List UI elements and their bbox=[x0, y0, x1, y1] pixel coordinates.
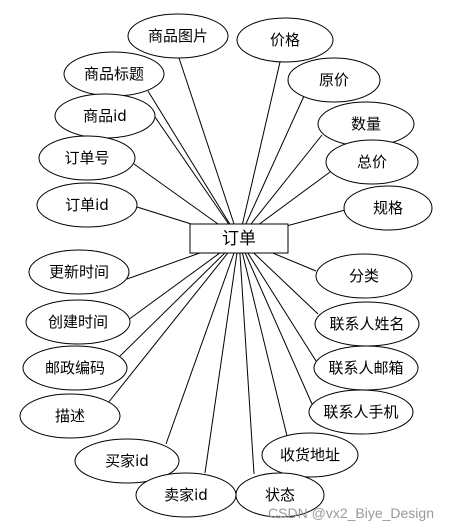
edge-contact-email bbox=[238, 238, 317, 362]
attribute-postal-code: 邮政编码 bbox=[22, 345, 128, 391]
attribute-category: 分类 bbox=[315, 253, 413, 299]
attribute-label: 商品标题 bbox=[84, 65, 144, 83]
attribute-order-id: 订单id bbox=[36, 182, 138, 228]
attribute-quantity: 数量 bbox=[317, 101, 415, 147]
attribute-original-price: 原价 bbox=[287, 57, 381, 103]
attribute-ellipse bbox=[25, 299, 131, 345]
watermark: CSDN @vx2_Biye_Design bbox=[268, 505, 434, 521]
attribute-label: 更新时间 bbox=[49, 263, 109, 281]
edge-product-title bbox=[147, 90, 240, 240]
entity-order: 订单 bbox=[189, 223, 289, 254]
attribute-label: 规格 bbox=[373, 199, 403, 217]
attribute-ellipse bbox=[343, 185, 433, 231]
attribute-status: 状态 bbox=[235, 472, 325, 518]
attribute-label: 数量 bbox=[351, 115, 381, 133]
attribute-label: 收货地址 bbox=[280, 446, 340, 464]
attribute-label: 商品id bbox=[83, 107, 127, 125]
entity-box bbox=[189, 223, 289, 254]
attribute-ellipse bbox=[127, 13, 229, 59]
attribute-description: 描述 bbox=[19, 393, 121, 439]
attribute-label: 订单id bbox=[65, 196, 109, 214]
attribute-product-title: 商品标题 bbox=[63, 51, 165, 97]
attribute-update-time: 更新时间 bbox=[28, 249, 130, 295]
edge-status bbox=[238, 238, 255, 475]
edge-postal-code bbox=[117, 238, 240, 359]
attribute-shipping-address: 收货地址 bbox=[261, 432, 359, 478]
attribute-label: 原价 bbox=[319, 71, 349, 89]
edge-quantity bbox=[238, 134, 323, 240]
attribute-label: 订单号 bbox=[64, 149, 109, 167]
attribute-ellipse bbox=[74, 438, 180, 484]
attribute-ellipse bbox=[325, 139, 419, 185]
edge-seller-id bbox=[204, 238, 240, 474]
attribute-contact-phone: 联系人手机 bbox=[308, 389, 414, 435]
edge-buyer-id bbox=[165, 238, 240, 445]
edge-price bbox=[238, 61, 281, 240]
attribute-total-price: 总价 bbox=[325, 139, 419, 185]
attribute-product-id: 商品id bbox=[54, 93, 156, 139]
attribute-label: 分类 bbox=[349, 267, 379, 285]
edge-original-price bbox=[238, 95, 305, 240]
attribute-label: 联系人手机 bbox=[323, 403, 398, 421]
edge-contact-phone bbox=[238, 238, 313, 405]
attribute-price: 价格 bbox=[236, 17, 334, 63]
attribute-label: 联系人姓名 bbox=[329, 315, 404, 333]
attribute-create-time: 创建时间 bbox=[25, 299, 131, 345]
attribute-label: 创建时间 bbox=[48, 313, 108, 331]
attribute-spec: 规格 bbox=[343, 185, 433, 231]
attribute-label: 总价 bbox=[357, 153, 387, 171]
attribute-seller-id: 卖家id bbox=[135, 472, 237, 518]
attribute-ellipse bbox=[287, 57, 381, 103]
attribute-contact-name: 联系人姓名 bbox=[314, 301, 420, 347]
attribute-label: 买家id bbox=[105, 452, 149, 470]
attribute-ellipse bbox=[308, 389, 414, 435]
attribute-label: 状态 bbox=[265, 486, 295, 504]
attribute-ellipse bbox=[19, 393, 121, 439]
attribute-order-number: 订单号 bbox=[38, 135, 136, 181]
entity-label: 订单 bbox=[222, 229, 256, 249]
attribute-ellipse bbox=[315, 253, 413, 299]
attribute-label: 联系人邮箱 bbox=[328, 359, 403, 377]
edge-product-id bbox=[154, 116, 240, 240]
edge-product-image bbox=[178, 57, 240, 240]
attribute-ellipse bbox=[36, 182, 138, 228]
attribute-ellipse bbox=[38, 135, 136, 181]
attribute-ellipse bbox=[236, 17, 334, 63]
attribute-ellipse bbox=[22, 345, 128, 391]
attribute-label: 价格 bbox=[270, 31, 300, 49]
attribute-label: 邮政编码 bbox=[45, 359, 105, 377]
edge-description bbox=[107, 238, 240, 404]
attribute-label: 卖家id bbox=[164, 486, 208, 504]
attribute-ellipse bbox=[28, 249, 130, 295]
attribute-label: 描述 bbox=[55, 407, 85, 425]
attribute-contact-email: 联系人邮箱 bbox=[313, 345, 419, 391]
attribute-label: 商品图片 bbox=[148, 27, 208, 45]
attribute-product-image: 商品图片 bbox=[127, 13, 229, 59]
attribute-ellipse bbox=[261, 432, 359, 478]
edge-shipping-address bbox=[238, 238, 288, 437]
attribute-ellipse bbox=[235, 472, 325, 518]
attribute-buyer-id: 买家id bbox=[74, 438, 180, 484]
